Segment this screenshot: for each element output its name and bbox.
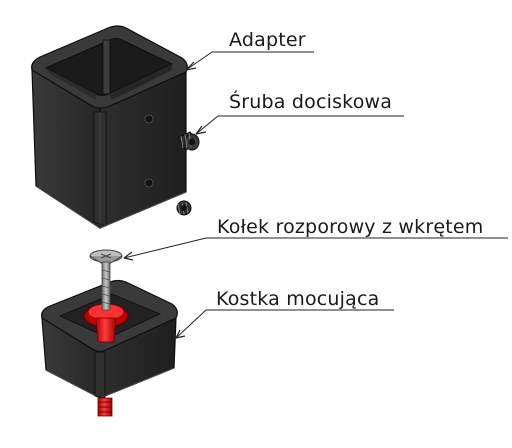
adapter-part xyxy=(31,25,188,230)
set-screw-upper xyxy=(177,131,200,151)
leader-lines xyxy=(123,51,508,339)
expansion-plug xyxy=(83,303,129,417)
label-mounting-block: Kostka mocująca xyxy=(216,288,380,310)
screw xyxy=(89,249,123,311)
label-set-screw: Śruba dociskowa xyxy=(229,91,393,113)
set-screw-lower xyxy=(176,200,192,216)
label-adapter: Adapter xyxy=(229,29,306,51)
label-expansion-plug-with-screw: Kołek rozporowy z wkrętem xyxy=(217,216,484,238)
